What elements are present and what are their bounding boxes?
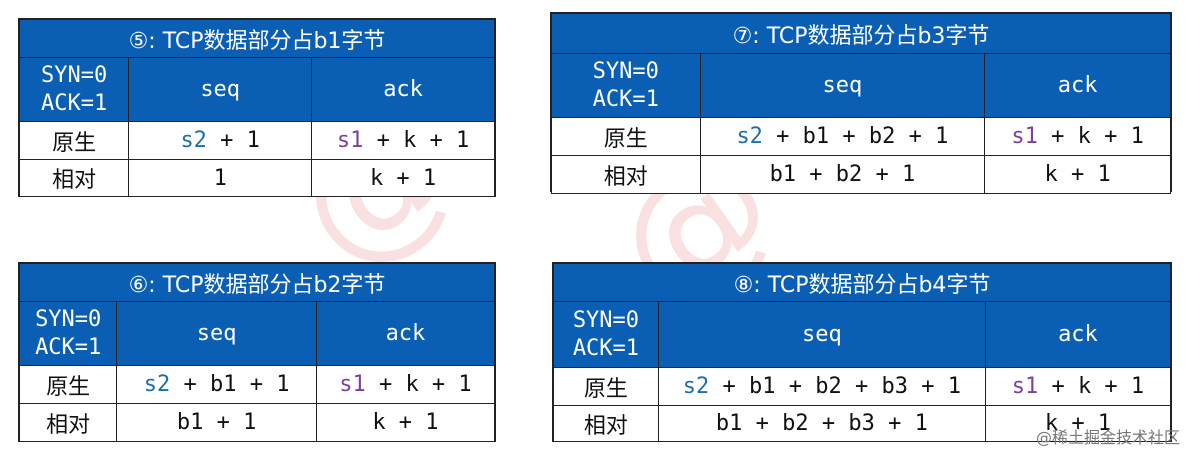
table-title: ⑤: TCP数据部分占b1字节	[19, 19, 495, 58]
ack-header: ack	[984, 53, 1171, 118]
syn-flag: SYN=0	[572, 307, 640, 333]
raw-ack-base: s1	[1011, 374, 1039, 399]
row-label-relative: 相对	[551, 155, 701, 194]
raw-seq-base: s2	[682, 374, 710, 399]
seq-header: seq	[116, 301, 317, 366]
relative-seq-cell: 1	[128, 159, 313, 197]
syn-flag: SYN=0	[592, 58, 659, 84]
seq-header: seq	[128, 57, 313, 122]
relative-seq-cell: b1 + b2 + 1	[699, 155, 986, 194]
ack-flag: ACK=1	[35, 334, 102, 360]
relative-seq-cell: b1 + 1	[116, 403, 317, 442]
raw-ack-cell: s1 + k + 1	[984, 367, 1172, 406]
raw-seq-offset: + 1	[206, 128, 260, 153]
row-label-raw: 原生	[18, 121, 130, 160]
raw-ack-cell: s1 + k + 1	[984, 117, 1171, 156]
row-label-raw: 原生	[553, 367, 659, 406]
raw-ack-offset: + k + 1	[1037, 124, 1144, 149]
raw-seq-offset: + b1 + b2 + b3 + 1	[709, 374, 961, 399]
table-title: ⑥: TCP数据部分占b2字节	[19, 263, 495, 302]
raw-seq-base: s2	[736, 124, 763, 149]
source-watermark: @稀土掘金技术社区	[1035, 428, 1180, 447]
syn-flag: SYN=0	[41, 62, 108, 88]
table-title: ⑧: TCP数据部分占b4字节	[553, 263, 1171, 302]
seq-header: seq	[699, 53, 986, 118]
raw-ack-offset: + k + 1	[1038, 374, 1145, 399]
raw-ack-base: s1	[336, 128, 364, 153]
row-label-relative: 相对	[553, 405, 659, 442]
raw-ack-offset: + k + 1	[363, 128, 470, 153]
seq-header: seq	[657, 301, 986, 368]
syn-flag: SYN=0	[35, 306, 102, 332]
raw-seq-cell: s2 + 1	[128, 121, 313, 160]
raw-seq-cell: s2 + b1 + 1	[116, 365, 317, 404]
row-label-raw: 原生	[18, 365, 118, 404]
raw-ack-base: s1	[1011, 124, 1038, 149]
ack-flag: ACK=1	[572, 335, 640, 361]
ack-header: ack	[984, 301, 1172, 368]
row-label-relative: 相对	[18, 403, 118, 442]
table-title: ⑦: TCP数据部分占b3字节	[551, 13, 1171, 54]
ack-header: ack	[315, 301, 496, 366]
relative-ack-cell: k + 1	[984, 155, 1171, 194]
raw-seq-base: s2	[143, 372, 171, 397]
raw-ack-cell: s1 + k + 1	[315, 365, 496, 404]
raw-seq-cell: s2 + b1 + b2 + b3 + 1	[657, 367, 986, 406]
raw-seq-offset: + b1 + 1	[170, 372, 290, 397]
raw-seq-base: s2	[180, 128, 207, 153]
row-label-raw: 原生	[551, 117, 701, 156]
relative-ack-cell: k + 1	[315, 403, 496, 442]
raw-ack-offset: + k + 1	[365, 372, 472, 397]
relative-ack-cell: k + 1	[311, 159, 495, 197]
raw-seq-cell: s2 + b1 + b2 + 1	[699, 117, 986, 156]
raw-seq-offset: + b1 + b2 + 1	[762, 124, 949, 149]
raw-ack-cell: s1 + k + 1	[311, 121, 495, 160]
ack-flag: ACK=1	[41, 90, 108, 116]
relative-ack-cell: k + 1	[984, 405, 1172, 442]
relative-seq-cell: b1 + b2 + b3 + 1	[657, 405, 986, 442]
row-label-relative: 相对	[18, 159, 130, 197]
raw-ack-base: s1	[339, 372, 366, 397]
ack-header: ack	[311, 57, 495, 122]
ack-flag: ACK=1	[592, 86, 659, 112]
